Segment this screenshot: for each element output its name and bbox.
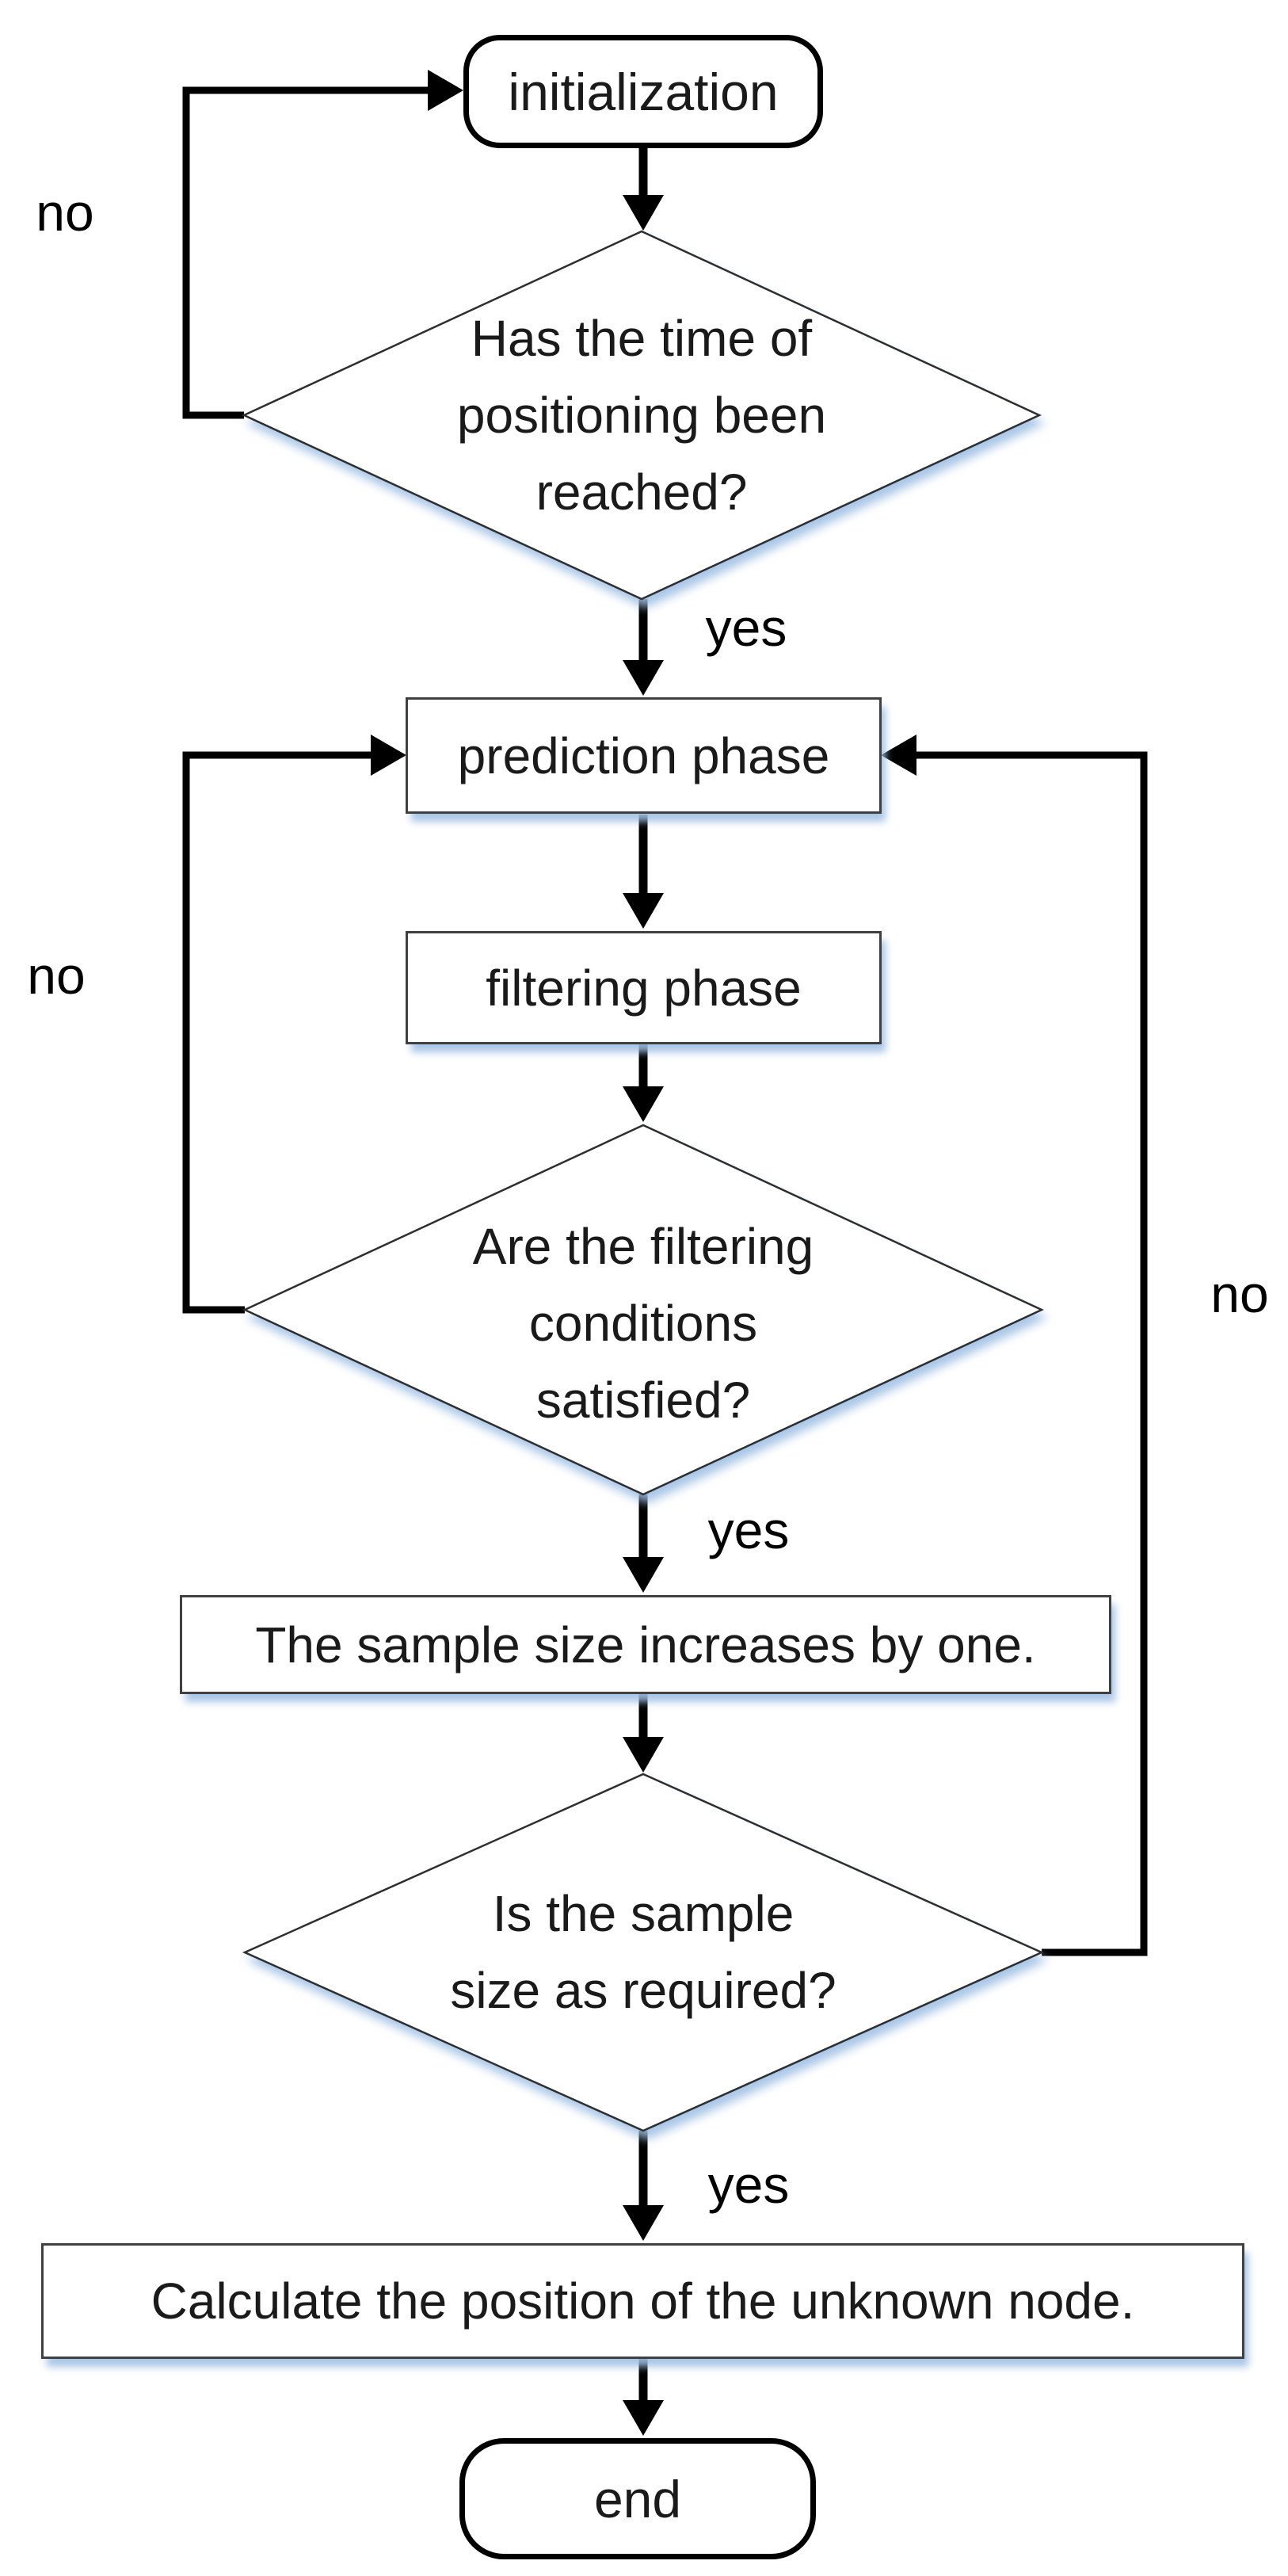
edge-label-no-filter: no <box>27 946 86 1005</box>
arrowhead-icon <box>623 893 664 929</box>
edge-label-yes-filter: yes <box>707 1501 790 1559</box>
node-sample-size: The sample size increases by one. <box>180 1595 1111 1694</box>
node-end: end <box>459 2438 816 2559</box>
edge-calculate-to-end <box>623 2359 664 2436</box>
arrowhead-icon <box>623 1557 664 1593</box>
node-calculate-position-label: Calculate the position of the unknown no… <box>151 2273 1135 2330</box>
edge-label-no-sample: no <box>1210 1265 1269 1323</box>
node-prediction-phase: prediction phase <box>406 697 882 814</box>
decision-sample-size <box>242 1773 1045 2132</box>
arrowhead-icon <box>623 2205 664 2241</box>
edge-label-no-time: no <box>36 183 94 242</box>
node-prediction-phase-label: prediction phase <box>457 727 830 784</box>
node-calculate-position: Calculate the position of the unknown no… <box>41 2243 1244 2359</box>
edge-start-to-decision-time <box>623 148 664 231</box>
arrowhead-icon <box>623 660 664 696</box>
edge-decision-sample-yes <box>623 2131 664 2241</box>
edge-decision-time-yes <box>623 599 664 696</box>
arrowhead-icon <box>428 70 463 111</box>
arrowhead-icon <box>623 2400 664 2436</box>
edge-sample-to-decision-sample <box>623 1694 664 1773</box>
node-filtering-phase: filtering phase <box>406 931 882 1044</box>
edge-label-yes-time: yes <box>705 598 787 657</box>
node-initialization: initialization <box>463 35 823 148</box>
node-filtering-phase-label: filtering phase <box>486 959 802 1017</box>
arrowhead-icon <box>623 195 664 231</box>
arrowhead-icon <box>623 1737 664 1773</box>
edge-filtering-to-decision-filter <box>623 1044 664 1122</box>
edge-prediction-to-filtering <box>623 815 664 929</box>
arrowhead-icon <box>623 1086 664 1122</box>
edge-decision-time-no-loop <box>182 70 463 419</box>
node-sample-size-label: The sample size increases by one. <box>255 1616 1036 1673</box>
decision-positioning-time <box>242 230 1042 601</box>
arrowhead-icon <box>881 735 916 776</box>
edge-decision-filter-yes <box>623 1494 664 1593</box>
node-end-label: end <box>593 2469 682 2528</box>
arrowhead-icon <box>371 735 406 776</box>
decision-filtering-conditions <box>242 1124 1044 1496</box>
edge-label-yes-sample: yes <box>707 2155 790 2214</box>
node-initialization-label: initialization <box>508 62 779 121</box>
edge-decision-filter-no-loop <box>182 735 406 1314</box>
edge-decision-sample-no-loop <box>881 735 1148 1956</box>
